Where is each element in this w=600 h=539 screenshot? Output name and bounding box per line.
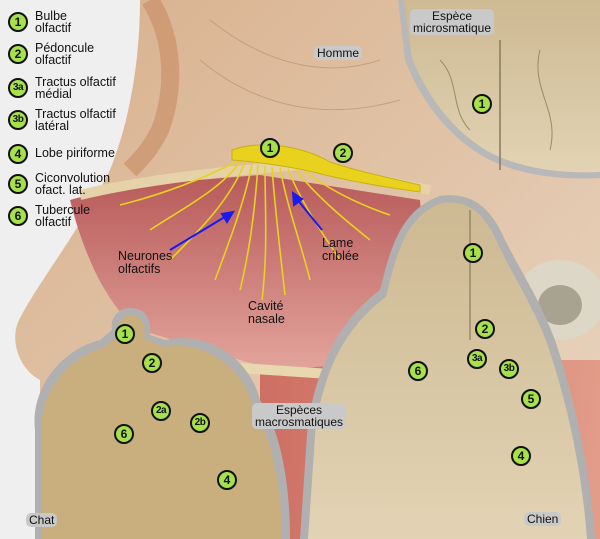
marker-dog-1: 1 (463, 243, 483, 263)
legend-label-1-line1: Bulbe (35, 9, 67, 23)
marker-micro-1: 1 (472, 94, 492, 114)
marker-dog-3b: 3b (499, 359, 519, 379)
label-dog: Chien (524, 512, 562, 526)
legend-label-6-line2: olfactif (35, 215, 72, 229)
label-micro-line1: Espèce (432, 9, 473, 23)
legend-label-2-line2: olfactif (35, 53, 72, 67)
label-homme: Homme (314, 46, 363, 60)
legend-label-6-line1: Tubercule (35, 203, 91, 217)
marker-cat-6: 6 (114, 424, 134, 444)
marker-cat-2a: 2a (151, 401, 171, 421)
marker-cat-1: 1 (115, 324, 135, 344)
badge-6: 6 (8, 206, 28, 226)
legend-label-3b-line1: Tractus olfactif (35, 107, 116, 121)
human-brain-photo (398, 0, 600, 179)
legend-label-4-line1: Lobe piriforme (35, 146, 115, 160)
label-lame-line1: Lame (322, 236, 354, 250)
label-macro-line1: Espèces (276, 403, 323, 417)
label-cat: Chat (26, 513, 58, 527)
label-cavite-line2: nasale (248, 311, 285, 326)
label-neurones-line1: Neurones (118, 249, 173, 263)
badge-4: 4 (8, 144, 28, 164)
legend-label-3b-line2: latéral (35, 119, 70, 133)
marker-human-1: 1 (260, 138, 280, 158)
olfactory-bulb-shape (231, 144, 421, 193)
label-micro-line2: microsmatique (413, 21, 492, 35)
badge-5: 5 (8, 174, 28, 194)
marker-cat-2: 2 (142, 353, 162, 373)
legend-label-5-line1: Ciconvolution (35, 171, 111, 185)
marker-dog-3a: 3a (467, 349, 487, 369)
label-neurones-line2: olfactifs (118, 261, 161, 276)
marker-dog-4: 4 (511, 446, 531, 466)
label-lame-line2: criblée (322, 248, 359, 263)
marker-dog-2: 2 (475, 319, 495, 339)
marker-cat-4: 4 (217, 470, 237, 490)
legend-label-2-line1: Pédoncule (35, 41, 95, 55)
olfactory-neurons (119, 161, 391, 301)
label-cavite-line1: Cavité (248, 299, 284, 313)
badge-2: 2 (8, 44, 28, 64)
badge-3b: 3b (8, 110, 28, 130)
badge-3a: 3a (8, 78, 28, 98)
marker-dog-5: 5 (521, 389, 541, 409)
label-macro-line2: macrosmatiques (255, 415, 344, 429)
legend-label-3a-line1: Tractus olfactif (35, 75, 116, 89)
marker-dog-6: 6 (408, 361, 428, 381)
legend-label-1-line2: olfactif (35, 21, 72, 35)
badge-1: 1 (8, 12, 28, 32)
legend-item-4: 4 Lobe piriforme (8, 142, 115, 164)
marker-human-2: 2 (333, 143, 353, 163)
legend-label-3a-line2: médial (35, 87, 72, 101)
legend-label-5-line2: ofact. lat. (35, 183, 86, 197)
marker-cat-2b: 2b (190, 413, 210, 433)
